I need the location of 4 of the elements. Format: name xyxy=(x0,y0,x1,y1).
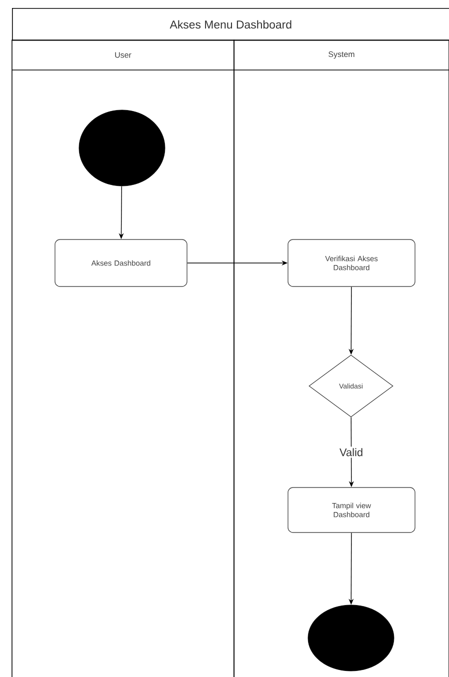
title-band: Akses Menu Dashboard xyxy=(12,8,449,41)
activity-node xyxy=(78,110,166,186)
activity-node xyxy=(308,604,394,672)
edge-label: Valid xyxy=(338,446,365,458)
